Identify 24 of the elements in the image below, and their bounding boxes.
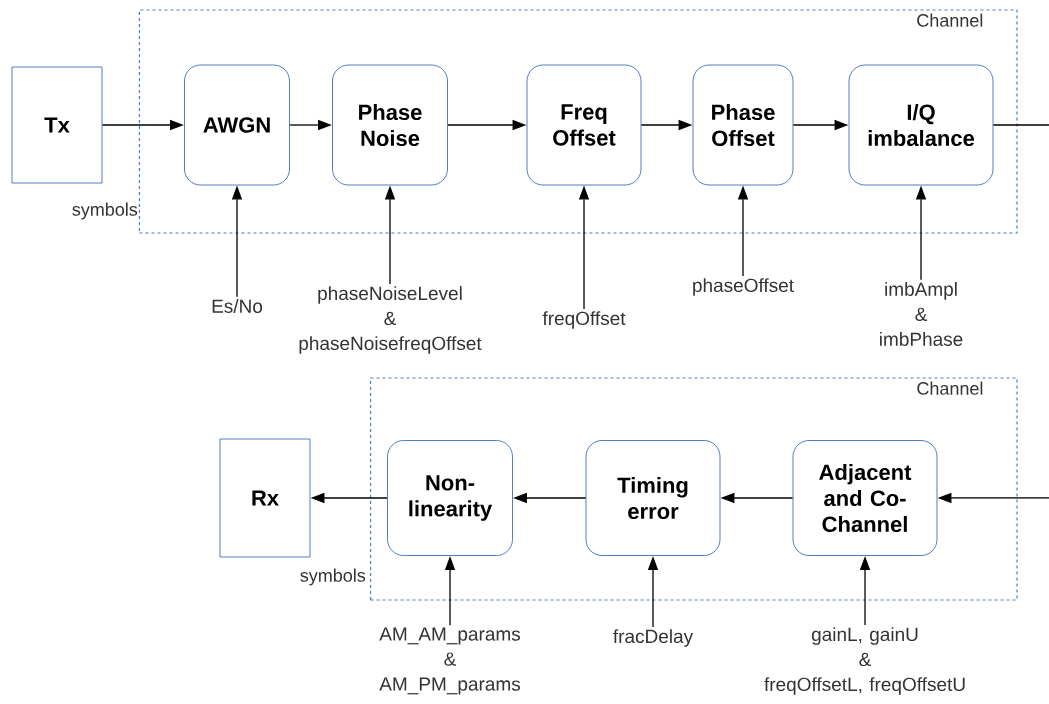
block-box: Freq Offset	[526, 64, 642, 186]
parameter-label: phaseOffset	[693, 278, 794, 296]
block-box: Phase Offset	[692, 64, 794, 186]
block-box: I/Q imbalance	[848, 64, 994, 186]
channel-box	[369, 377, 1018, 601]
beside-label: symbols	[72, 202, 138, 220]
parameter-label: phaseNoiseLevel & phaseNoisefreqOffset	[299, 286, 482, 354]
parameter-label: fracDelay	[613, 629, 694, 647]
terminal-box: Rx	[219, 438, 311, 558]
parameter-label: freqOffset	[542, 311, 626, 329]
group-label: Channel	[917, 381, 983, 395]
group-label: Channel	[917, 13, 983, 27]
parameter-label: AM_AM_params & AM_PM_params	[379, 627, 521, 695]
block-box: Timing error	[585, 440, 721, 556]
parameter-label: gainL, gainU & freqOffsetL, freqOffsetU	[764, 627, 965, 695]
channel-box	[138, 9, 1018, 234]
block-box: Phase Noise	[332, 64, 448, 186]
block-box: Adjacent and Co-Channel	[792, 440, 938, 556]
block-box: Non-linearity	[387, 440, 513, 556]
parameter-label: Es/No	[212, 299, 263, 313]
parameter-label: imbAmpl & imbPhase	[880, 282, 963, 346]
block-box: AWGN	[184, 64, 290, 186]
beside-label: symbols	[300, 568, 366, 586]
terminal-box: Tx	[11, 66, 103, 184]
